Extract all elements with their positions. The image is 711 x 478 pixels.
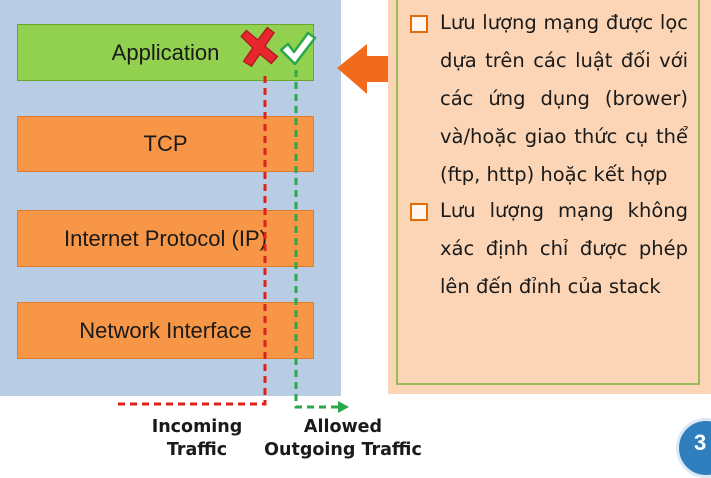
allowed-traffic-caption: Allowed Outgoing Traffic [252, 416, 434, 462]
incoming-traffic-path [118, 72, 267, 406]
allowed-arrowhead [338, 401, 349, 413]
page-number: 3 [694, 430, 707, 455]
check-mark-icon [279, 31, 317, 66]
checkbox-bullet-icon [410, 15, 428, 33]
bullet-text-1: Lưu lượng mạng được lọc dựa trên các luậ… [440, 11, 688, 186]
cross-mark-icon [240, 26, 279, 68]
allowed-caption-line2: Outgoing Traffic [264, 440, 422, 460]
network-interface-layer-label: Network Interface [79, 317, 252, 343]
bullet-text-2: Lưu lượng mạng không xác định chỉ được p… [440, 199, 688, 298]
tcp-layer-label: TCP [143, 131, 188, 156]
application-layer-label: Application [111, 39, 220, 65]
traffic-flow-overlay [118, 26, 390, 413]
left-arrow-icon [337, 44, 390, 94]
allowed-traffic-path [294, 70, 338, 409]
bullet-item: Lưu lượng mạng được lọc dựa trên các luậ… [406, 4, 688, 194]
incoming-caption-line1: Incoming [151, 417, 243, 437]
allowed-caption-line1: Allowed [303, 417, 383, 437]
incoming-traffic-caption: Incoming Traffic [132, 416, 262, 462]
checkbox-bullet-icon [410, 203, 428, 221]
description-panel: Lưu lượng mạng được lọc dựa trên các luậ… [388, 0, 711, 394]
ip-layer-label: Internet Protocol (IP) [64, 225, 267, 251]
incoming-caption-line2: Traffic [166, 440, 228, 460]
description-panel-frame: Lưu lượng mạng được lọc dựa trên các luậ… [396, 0, 700, 385]
bullet-item: Lưu lượng mạng không xác định chỉ được p… [406, 192, 688, 306]
